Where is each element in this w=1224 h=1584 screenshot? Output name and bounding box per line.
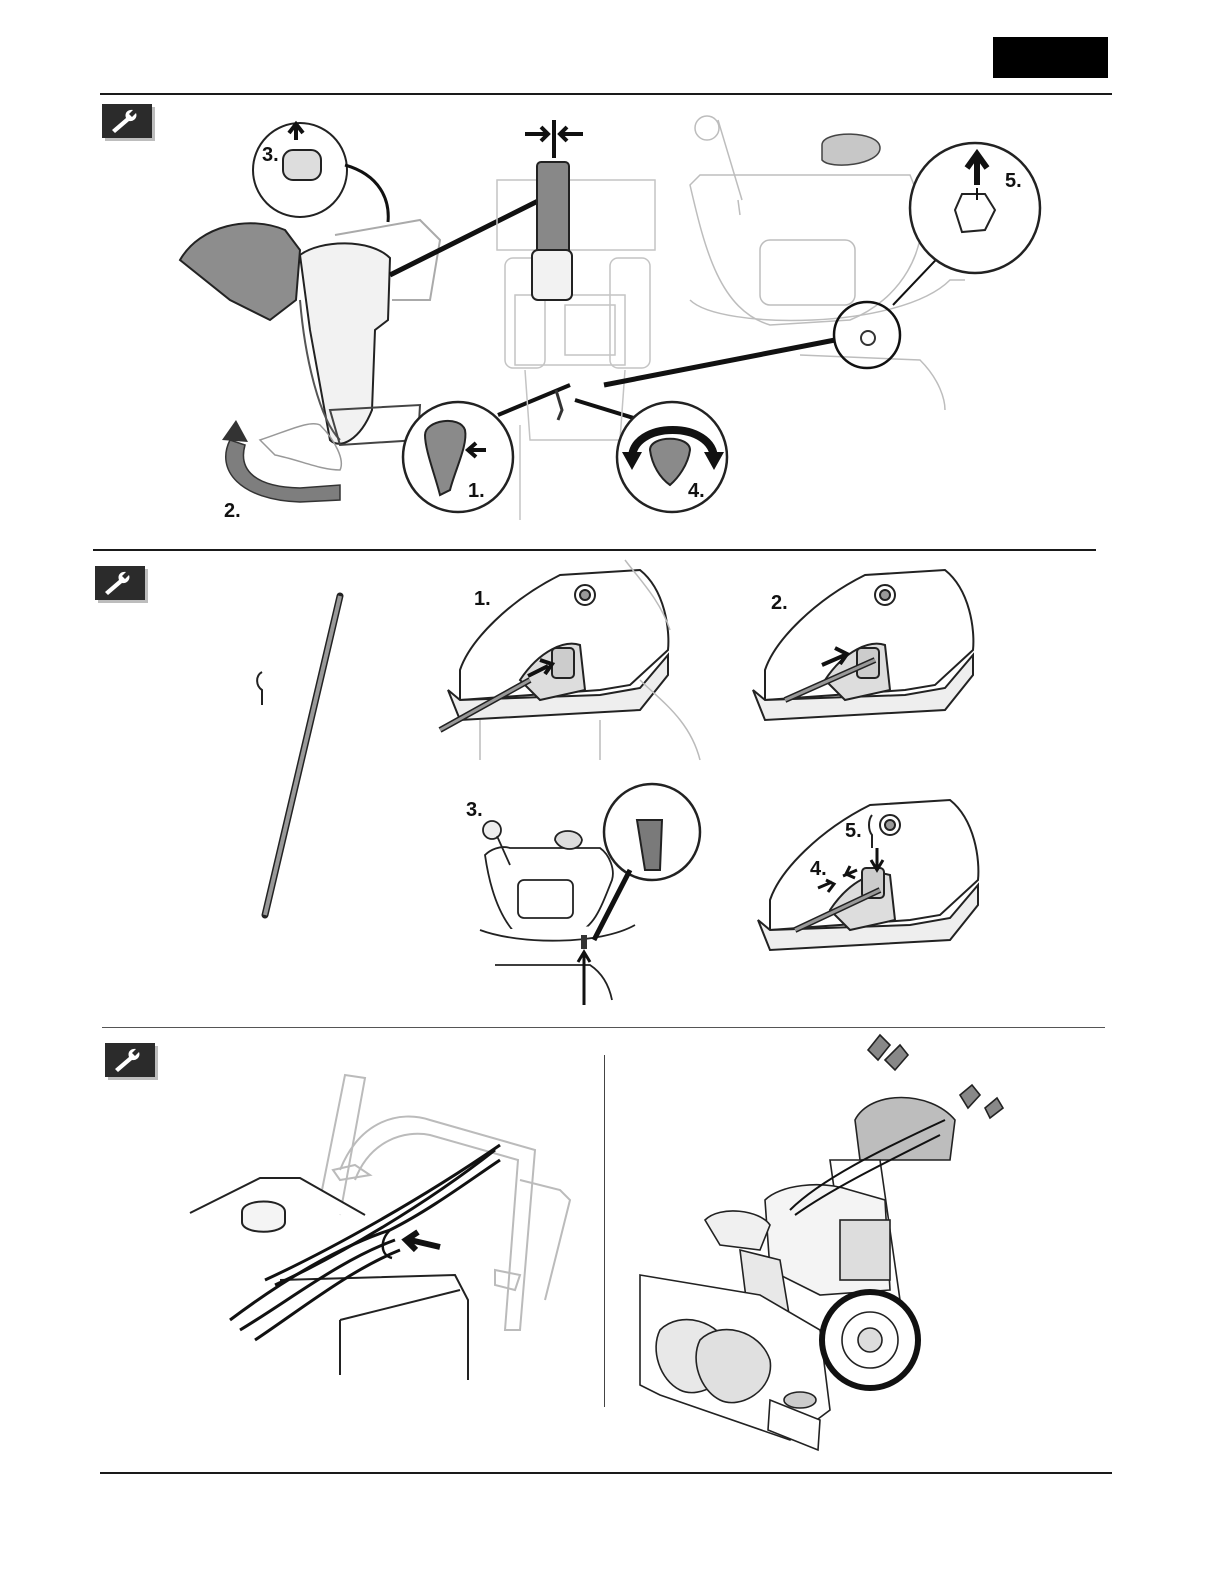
bottom-rule — [100, 1472, 1112, 1474]
snow-thrower — [640, 1035, 1003, 1450]
fuel-cap — [242, 1202, 285, 1232]
